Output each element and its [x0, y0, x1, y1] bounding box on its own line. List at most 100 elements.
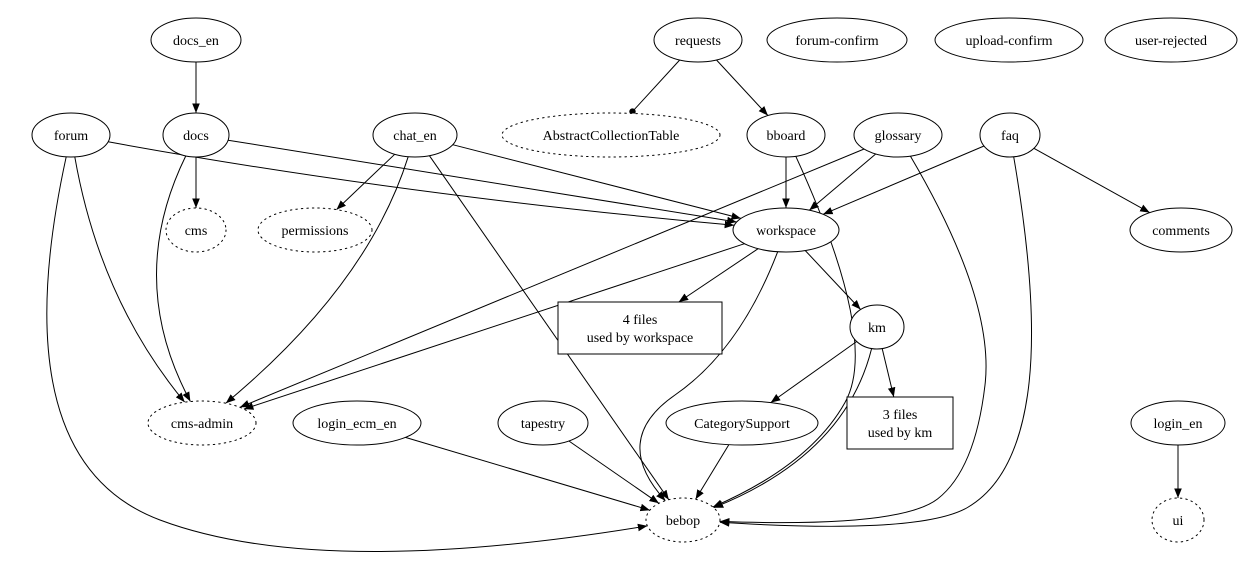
node-forum-confirm: forum-confirm — [766, 17, 908, 63]
node-upload-confirm: upload-confirm — [934, 17, 1084, 63]
node-label-cms: cms — [185, 224, 208, 239]
edge-docs-to-workspace — [228, 139, 737, 225]
node-user-rejected: user-rejected — [1104, 17, 1238, 63]
node-outline-km — [849, 304, 905, 350]
node-label-ui: ui — [1173, 514, 1184, 529]
node-outline-faq — [979, 112, 1041, 158]
node-forum: forum — [31, 112, 111, 158]
edge-faq-to-comments — [1033, 147, 1150, 214]
node-label-forum: forum — [54, 129, 88, 144]
edge-category-support-to-bebop — [695, 444, 730, 500]
node-label-chat-en: chat_en — [393, 129, 437, 144]
node-outline-forum — [31, 112, 111, 158]
node-outline-login-ecm-en — [292, 400, 422, 446]
node-label-line: used by workspace — [587, 331, 694, 346]
edge-km-to-bebop — [713, 348, 873, 509]
edge-glossary-to-bebop — [719, 155, 987, 526]
edge-requests-to-abstract-collection-table — [629, 59, 681, 115]
edge-faq-to-bebop — [719, 156, 1033, 527]
node-bebop: bebop — [645, 497, 721, 543]
node-category-support: CategorySupport — [665, 400, 819, 446]
node-label-line: 3 files — [883, 408, 918, 423]
edge-forum-to-cms-admin — [74, 156, 186, 403]
node-docs: docs — [162, 112, 230, 158]
node-outline-requests — [653, 17, 743, 63]
node-requests: requests — [653, 17, 743, 63]
node-bboard: bboard — [746, 112, 826, 158]
node-label-user-rejected: user-rejected — [1135, 34, 1207, 49]
edge-chat-en-to-bebop — [428, 155, 670, 500]
node-label-bebop: bebop — [666, 514, 700, 529]
node-label-permissions: permissions — [282, 224, 349, 239]
node-outline-abstract-collection-table — [501, 112, 721, 158]
node-outline-files-km — [846, 396, 954, 450]
node-label-files-workspace: 4 files used by workspace — [587, 313, 694, 346]
node-ui: ui — [1151, 497, 1205, 543]
node-outline-docs — [162, 112, 230, 158]
node-permissions: permissions — [257, 207, 373, 253]
edge-login-ecm-en-to-bebop — [405, 436, 651, 512]
node-outline-tapestry — [497, 400, 589, 446]
node-docs-en: docs_en — [150, 17, 242, 63]
edge-docs-to-cms-admin — [156, 155, 191, 402]
node-outline-files-workspace — [557, 301, 723, 355]
node-label-upload-confirm: upload-confirm — [965, 34, 1052, 49]
node-outline-login-en — [1130, 400, 1226, 446]
edge-km-to-files-km — [881, 348, 896, 398]
node-label-tapestry: tapestry — [521, 417, 565, 432]
edge-glossary-to-workspace — [808, 153, 877, 211]
edge-forum-to-bebop — [46, 156, 648, 553]
nodes-layer: docs_en requests forum-confirm upload-confi… — [31, 17, 1238, 543]
edge-faq-to-workspace — [822, 145, 985, 215]
node-abstract-collection-table: AbstractCollectionTable — [501, 112, 721, 158]
edge-requests-to-bboard — [716, 59, 769, 116]
node-label-comments: comments — [1152, 224, 1210, 239]
node-label-login-ecm-en: login_ecm_en — [317, 417, 396, 432]
node-label-cms-admin: cms-admin — [171, 417, 233, 432]
edge-workspace-to-km — [804, 250, 861, 310]
node-login-en: login_en — [1130, 400, 1226, 446]
node-outline-workspace — [732, 207, 840, 253]
node-label-bboard: bboard — [767, 129, 806, 144]
edge-tapestry-to-bebop — [568, 440, 660, 504]
node-outline-bboard — [746, 112, 826, 158]
node-outline-ui — [1151, 497, 1205, 543]
node-cms-admin: cms-admin — [147, 400, 257, 446]
node-outline-forum-confirm — [766, 17, 908, 63]
edge-workspace-to-files-workspace — [678, 248, 759, 303]
node-label-requests: requests — [675, 34, 721, 49]
node-tapestry: tapestry — [497, 400, 589, 446]
edge-chat-en-to-permissions — [336, 153, 396, 210]
edges-layer — [46, 59, 1182, 553]
node-glossary: glossary — [853, 112, 943, 158]
node-label-abstract-collection-table: AbstractCollectionTable — [543, 129, 680, 144]
node-faq: faq — [979, 112, 1041, 158]
node-outline-permissions — [257, 207, 373, 253]
node-workspace: workspace — [732, 207, 840, 253]
node-label-login-en: login_en — [1154, 417, 1203, 432]
edge-glossary-to-cms-admin — [239, 148, 865, 408]
edge-workspace-to-cms-admin — [243, 243, 745, 410]
node-label-line: 4 files — [623, 313, 658, 328]
node-outline-comments — [1129, 207, 1233, 253]
node-comments: comments — [1129, 207, 1233, 253]
edge-workspace-to-bebop — [639, 251, 779, 502]
node-login-ecm-en: login_ecm_en — [292, 400, 422, 446]
node-chat-en: chat_en — [372, 112, 458, 158]
node-outline-upload-confirm — [934, 17, 1084, 63]
node-km: km — [849, 304, 905, 350]
node-outline-user-rejected — [1104, 17, 1238, 63]
node-outline-cms-admin — [147, 400, 257, 446]
node-label-glossary: glossary — [875, 129, 922, 144]
node-outline-docs-en — [150, 17, 242, 63]
node-outline-chat-en — [372, 112, 458, 158]
node-cms: cms — [165, 207, 227, 253]
node-label-faq: faq — [1001, 129, 1019, 144]
edge-km-to-category-support — [770, 341, 857, 404]
node-label-docs-en: docs_en — [173, 34, 219, 49]
node-label-km: km — [868, 321, 886, 336]
node-label-docs: docs — [183, 129, 209, 144]
edge-chat-en-to-workspace — [452, 144, 742, 220]
